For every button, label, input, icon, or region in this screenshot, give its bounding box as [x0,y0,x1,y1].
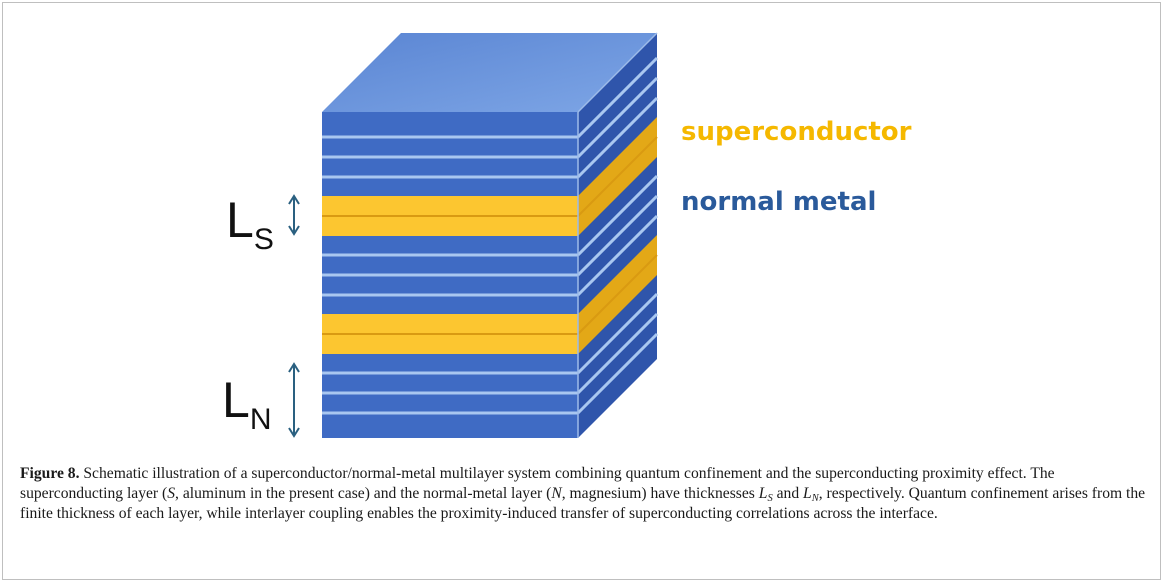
normal-metal-stripe [576,174,659,257]
normal-metal-stripe [576,312,659,395]
figure-caption: Figure 8. Schematic illustration of a su… [20,465,1146,522]
normal-metal-stripe [576,214,659,297]
normal-metal-stripe [576,96,659,179]
ln-dimension: LN [222,362,300,438]
normal-metal-stripe [576,332,659,415]
cube-edge [577,32,658,113]
superconductor-mid-line [577,136,658,217]
superconductor-mid-line [577,254,658,335]
normal-metal-stripe [576,76,659,159]
ls-arrow [288,194,300,236]
ln-arrow [288,362,300,438]
ls-symbol: LS [226,192,274,256]
legend-superconductor-label: superconductor [681,117,912,147]
multilayer-cube [322,32,659,438]
legend-normal-metal-label: normal metal [681,187,876,217]
multilayer-diagram: superconductor normal metal LS LN [222,32,912,438]
figure-label: Figure 8. [20,465,80,482]
ls-dimension: LS [226,192,300,256]
cube-top-face [322,33,657,112]
normal-metal-stripe [576,292,659,375]
normal-metal-stripe [576,56,659,139]
ln-symbol: LN [222,372,271,436]
normal-metal-stripe [576,194,659,277]
